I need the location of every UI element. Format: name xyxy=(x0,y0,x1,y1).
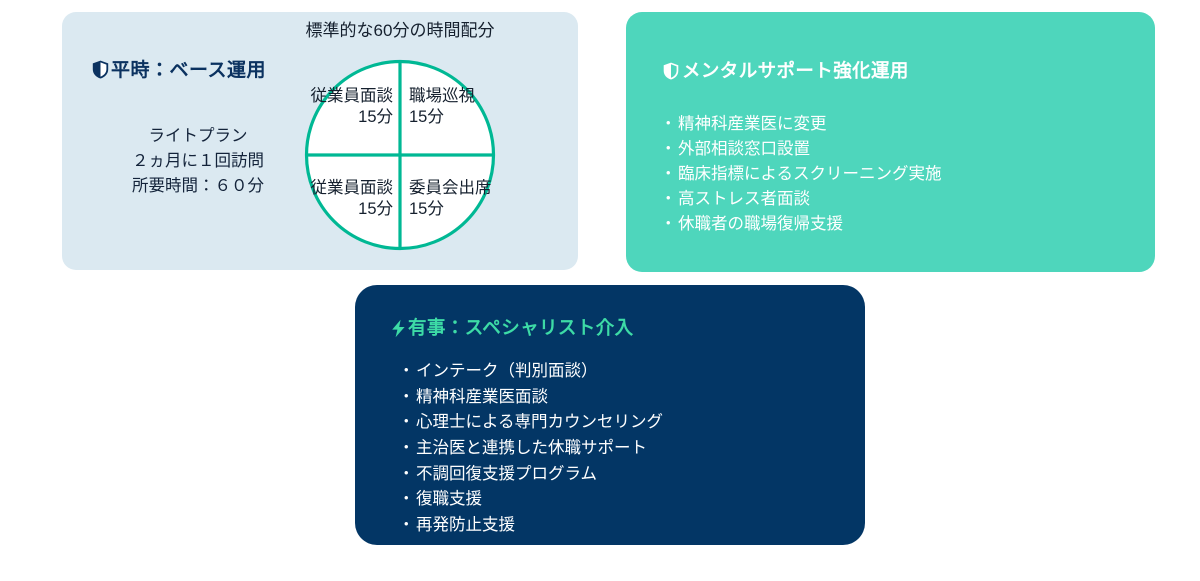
pie-slice-value: 15分 xyxy=(409,108,444,127)
emergency-specialist-list: インテーク（判別面談） 精神科産業医面談 心理士による専門カウンセリング 主治医… xyxy=(398,359,663,539)
mental-support-list: 精神科産業医に変更 外部相談窓口設置 臨床指標によるスクリーニング実施 高ストレ… xyxy=(660,112,942,237)
plan-duration: 所要時間：６０分 xyxy=(132,177,264,196)
time-allocation-chart-title: 標準的な60分の時間配分 xyxy=(305,21,495,40)
time-allocation-pie-chart xyxy=(303,58,497,252)
list-item: 再発防止支援 xyxy=(398,513,663,539)
list-item: 臨床指標によるスクリーニング実施 xyxy=(660,162,942,187)
pie-slice-label-bottom-right: 委員会出席 15分 xyxy=(409,178,505,220)
pie-slice-label-bottom-left: 従業員面談 15分 xyxy=(303,178,394,220)
list-item: インテーク（判別面談） xyxy=(398,359,663,385)
base-operation-heading-label: 平時：ベース運用 xyxy=(111,60,267,81)
list-item: 高ストレス者面談 xyxy=(660,187,942,212)
emergency-specialist-panel: 有事：スペシャリスト介入 インテーク（判別面談） 精神科産業医面談 心理士による… xyxy=(355,285,865,545)
base-operation-heading: 平時：ベース運用 xyxy=(92,55,266,82)
pie-slice-value: 15分 xyxy=(358,108,393,127)
mental-support-panel: メンタルサポート強化運用 精神科産業医に変更 外部相談窓口設置 臨床指標によるス… xyxy=(626,12,1155,272)
emergency-specialist-heading: 有事：スペシャリスト介入 xyxy=(391,314,634,340)
pie-slice-label-top-right: 職場巡視 15分 xyxy=(409,86,505,128)
pie-slice-value: 15分 xyxy=(409,200,444,219)
list-item: 主治医と連携した休職サポート xyxy=(398,436,663,462)
lightning-bolt-icon xyxy=(391,319,406,338)
list-item: 外部相談窓口設置 xyxy=(660,137,942,162)
pie-slice-label-top-left: 従業員面談 15分 xyxy=(303,86,394,128)
plan-name: ライトプラン xyxy=(148,127,248,145)
list-item: 心理士による専門カウンセリング xyxy=(398,410,663,436)
list-item: 休職者の職場復帰支援 xyxy=(660,212,942,237)
base-plan-details: ライトプラン ２ヵ月に１回訪問 所要時間：６０分 xyxy=(94,124,302,199)
plan-frequency: ２ヵ月に１回訪問 xyxy=(132,152,264,171)
mental-support-heading: メンタルサポート強化運用 xyxy=(663,57,909,83)
mental-support-heading-label: メンタルサポート強化運用 xyxy=(682,60,909,81)
list-item: 精神科産業医に変更 xyxy=(660,112,942,137)
shield-icon xyxy=(663,62,679,80)
shield-icon xyxy=(92,60,109,79)
pie-slice-value: 15分 xyxy=(358,200,393,219)
pie-slice-name: 従業員面談 xyxy=(310,179,394,197)
pie-slice-name: 従業員面談 xyxy=(310,87,394,105)
list-item: 精神科産業医面談 xyxy=(398,385,663,411)
list-item: 不調回復支援プログラム xyxy=(398,462,663,488)
pie-slice-name: 委員会出席 xyxy=(409,179,492,197)
emergency-specialist-heading-label: 有事：スペシャリスト介入 xyxy=(408,317,634,338)
list-item: 復職支援 xyxy=(398,487,663,513)
pie-slice-name: 職場巡視 xyxy=(409,87,475,105)
